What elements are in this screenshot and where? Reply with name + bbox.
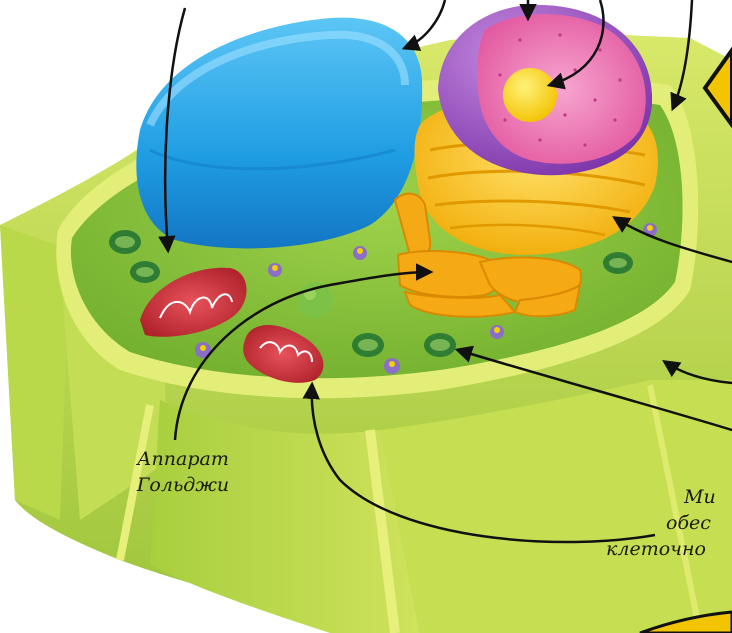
chloroplast-4 <box>424 333 456 357</box>
chloroplast-3 <box>352 333 384 357</box>
nucleolus <box>503 68 557 122</box>
golgi-label: Аппарат Гольджи <box>108 446 258 498</box>
golgi-label-line2: Гольджи <box>108 472 258 498</box>
mitochondria-label-line1: Ми <box>598 484 716 510</box>
chloroplast-1 <box>109 230 141 254</box>
chloroplast-2 <box>130 261 160 283</box>
mitochondria-label-line2: обес <box>598 510 716 536</box>
mitochondria-label-line3: клеточно <box>598 536 716 562</box>
mitochondria-label: Ми обес клеточно <box>598 484 716 562</box>
arrow-to-vacuole <box>405 0 445 48</box>
central-vacuole <box>136 18 422 249</box>
chloroplast-5 <box>603 252 633 274</box>
golgi-label-line1: Аппарат <box>108 446 258 472</box>
